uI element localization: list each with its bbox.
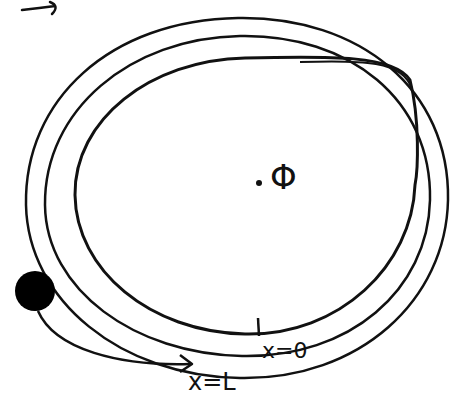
- position-label: x=0: [262, 340, 307, 362]
- origin-tick: [258, 318, 259, 336]
- center-point: [256, 180, 262, 186]
- ball: [15, 271, 55, 311]
- phi-symbol: Φ: [270, 160, 297, 194]
- curved-arrow: [38, 311, 190, 364]
- inner-ring: [45, 36, 430, 356]
- scribble: [22, 2, 56, 14]
- inner-body: [75, 57, 417, 334]
- outer-ring: [26, 18, 448, 378]
- inner-body-stroke: [300, 61, 412, 90]
- position-label: x=L: [188, 370, 236, 394]
